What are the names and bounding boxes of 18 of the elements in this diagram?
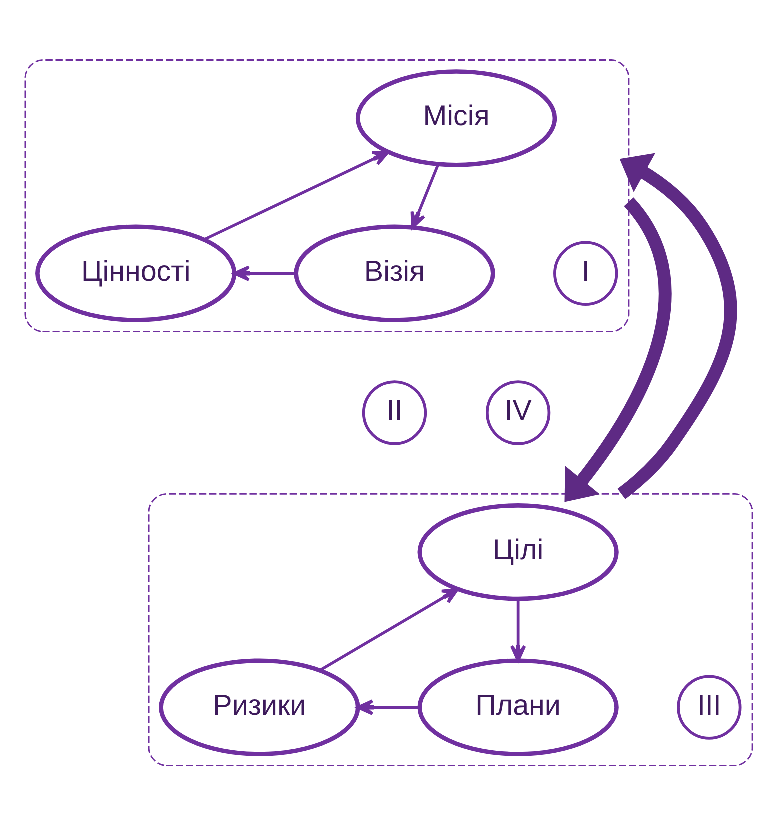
cluster [148, 493, 754, 766]
node-ellipse: Цілі [418, 504, 619, 602]
arrow [410, 164, 440, 230]
cluster [24, 60, 630, 333]
node-ellipse: Цінності [36, 224, 237, 322]
arrow [356, 700, 420, 716]
node-ellipse: Візія [294, 224, 496, 322]
node-ellipse: Плани [418, 658, 619, 756]
node-circle: III [677, 675, 742, 740]
arrow [618, 153, 738, 500]
arrow [233, 266, 296, 282]
node-circle: IV [486, 380, 551, 446]
arrow [204, 150, 390, 242]
node-circle: I [554, 241, 618, 306]
arrow [320, 588, 460, 672]
node-ellipse: Ризики [159, 658, 360, 756]
arrow [510, 599, 526, 662]
node-circle: II [362, 380, 428, 446]
